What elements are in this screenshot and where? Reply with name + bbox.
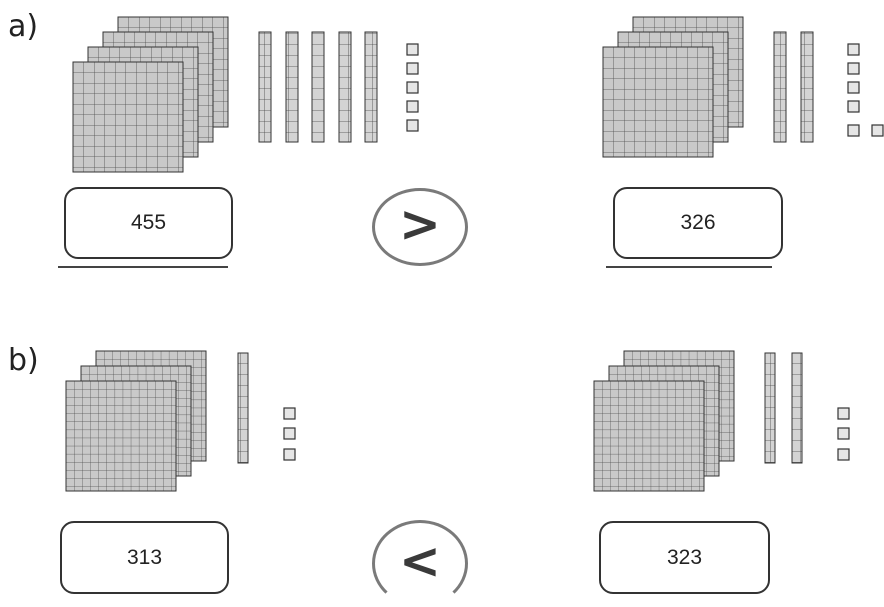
tens-rods-a-right [774, 32, 813, 142]
tens-rods-b-right [765, 353, 802, 463]
answer-box-b-right[interactable]: 323 [599, 521, 770, 594]
hundreds-flats-b-left [66, 351, 206, 491]
underline-a-left [58, 266, 228, 268]
answer-box-a-right[interactable]: 326 [613, 187, 783, 259]
ones-cubes-a-right [848, 44, 883, 136]
comparison-sign-a[interactable]: > [372, 188, 468, 266]
hundreds-flats-a-left [73, 17, 228, 172]
ones-cubes-b-left [284, 408, 295, 460]
tens-rods-a-left [259, 32, 377, 142]
answer-box-b-left[interactable]: 313 [60, 521, 229, 594]
comparison-sign-b[interactable]: < [372, 520, 468, 607]
ones-cubes-b-right [838, 408, 849, 460]
greater-than-symbol: > [399, 199, 441, 249]
hundreds-flats-b-right [594, 351, 734, 491]
ones-cubes-a-left [407, 44, 418, 131]
less-than-symbol: < [399, 536, 441, 586]
underline-a-right [606, 266, 772, 268]
answer-box-a-left[interactable]: 455 [64, 187, 233, 259]
hundreds-flats-a-right [603, 17, 743, 157]
tens-rods-b-left [238, 353, 248, 463]
